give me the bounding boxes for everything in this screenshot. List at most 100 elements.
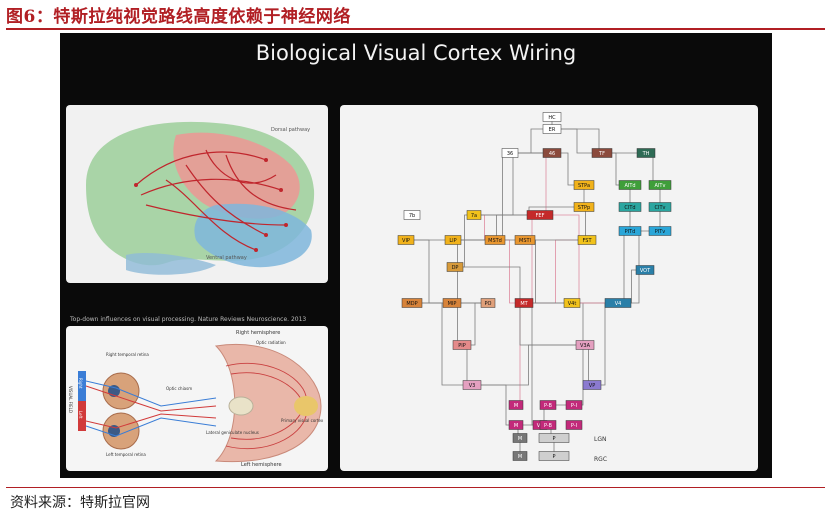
node-label-v3a: V3A xyxy=(580,343,591,349)
node-label-v1m: M xyxy=(514,423,518,429)
node-label-pip: PIP xyxy=(458,343,466,349)
node-label-mdp: MDP xyxy=(406,301,417,307)
wire-stpa-46 xyxy=(552,152,584,186)
node-tf2 xyxy=(403,210,421,220)
left-hemisphere-label: Left hemisphere xyxy=(241,462,282,468)
node-label-pitv: PITv xyxy=(655,229,666,235)
right-temporal-retina-label: Right temporal retina xyxy=(106,352,149,357)
node-rgcp xyxy=(538,451,570,461)
slide-title: Biological Visual Cortex Wiring xyxy=(255,41,577,65)
title-rule xyxy=(6,28,825,30)
node-label-er: ER xyxy=(549,127,556,133)
right-hemisphere-label: Right hemisphere xyxy=(236,330,281,336)
figure-title: 图6：特斯拉纯视觉路线高度依赖于神经网络 xyxy=(6,7,351,27)
node-label-vp: VP xyxy=(589,383,595,389)
optic-radiation-label: Optic radiation xyxy=(256,340,286,345)
node-v3 xyxy=(462,380,482,390)
node-fef xyxy=(526,210,554,220)
node-label-stpa: STPa xyxy=(578,183,590,189)
node-v1pb xyxy=(539,420,557,430)
node-label-v2pi: P-I xyxy=(571,403,577,409)
node-label-v4t: V4t xyxy=(568,301,577,307)
node-label-mt: MT xyxy=(520,301,528,307)
node-pitv xyxy=(648,226,672,236)
node-tf xyxy=(591,148,613,158)
node-v2p xyxy=(539,400,557,410)
wire-mip-vip xyxy=(406,239,452,304)
video-slide: Biological Visual Cortex Wiring Dorsal p… xyxy=(60,33,772,478)
wire-vot-v4 xyxy=(618,269,645,304)
node-lgnm xyxy=(512,433,528,443)
node-stpp xyxy=(573,202,595,212)
brain-illustration xyxy=(86,121,315,275)
node-7a xyxy=(466,210,482,220)
node-lip xyxy=(444,235,462,245)
node-msti xyxy=(514,235,536,245)
left-temporal-retina-label: Left temporal retina xyxy=(106,452,146,457)
figure-source: 资料来源：特斯拉官网 xyxy=(10,495,150,511)
visual-field-right-label: Right xyxy=(78,378,83,389)
node-label-lip: LIP xyxy=(449,238,456,244)
wire-7a-46 xyxy=(474,152,552,216)
node-label-tf2: 7b xyxy=(409,213,415,219)
node-v4 xyxy=(604,298,632,308)
node-v2pi xyxy=(565,400,583,410)
rgc-label: RGC xyxy=(594,456,608,463)
node-er xyxy=(542,124,562,134)
node-mip xyxy=(442,298,462,308)
node-stpa xyxy=(573,180,595,190)
node-vp xyxy=(582,380,602,390)
lateral-geniculate-label: Lateral geniculate nucleus xyxy=(206,430,259,435)
node-v3a xyxy=(575,340,595,350)
node-dp xyxy=(446,262,464,272)
wire-v1-mt xyxy=(524,302,540,426)
node-label-rgcm: M xyxy=(518,454,522,460)
node-pitd xyxy=(618,226,642,236)
node-po xyxy=(480,298,496,308)
node-pip xyxy=(452,340,472,350)
wire-fef-mt xyxy=(524,214,540,304)
node-aitd xyxy=(618,180,642,190)
wire-vp-v4 xyxy=(592,302,618,386)
primary-visual-cortex-label: Primary visual cortex xyxy=(281,418,324,423)
wire-fef-v4 xyxy=(540,214,618,304)
wire-v4-pitd xyxy=(618,230,630,304)
wire-fef-46 xyxy=(540,152,552,216)
node-label-v1pi: P-I xyxy=(571,423,577,429)
node-label-hc: HC xyxy=(548,115,556,121)
dorsal-pathway-label: Dorsal pathway xyxy=(271,127,311,133)
wire-lip-v4 xyxy=(453,239,618,304)
brain-pathways-panel: Dorsal pathway Ventral pathway xyxy=(66,105,328,283)
node-label-lgnp: P xyxy=(552,436,555,442)
node-mt xyxy=(514,298,534,308)
node-hc xyxy=(542,112,562,122)
wire-vp-v3a xyxy=(585,344,592,386)
wire-aitd-tf xyxy=(602,152,630,186)
node-label-vip: VIP xyxy=(402,238,410,244)
node-label-citv: CITv xyxy=(655,205,666,211)
node-label-36: 36 xyxy=(507,151,513,157)
node-mdp xyxy=(401,298,423,308)
visual-pathway-panel: Right hemisphere Left hemisphere Optic r… xyxy=(66,326,328,471)
node-label-po: PO xyxy=(485,301,492,307)
node-36 xyxy=(501,148,519,158)
node-label-7a: 7a xyxy=(471,213,477,219)
node-label-aitd: AITd xyxy=(624,183,635,189)
wire-pip-po xyxy=(462,302,488,346)
node-fst xyxy=(577,235,597,245)
node-v1m xyxy=(508,420,524,430)
node-aitv xyxy=(648,180,672,190)
wire-pip-v3 xyxy=(462,344,472,386)
node-v1pi xyxy=(565,420,583,430)
node-vip xyxy=(397,235,415,245)
node-label-vot: VOT xyxy=(640,268,651,274)
node-label-th: TH xyxy=(642,151,650,157)
node-label-citd: CITd xyxy=(624,205,635,211)
lgn-label: LGN xyxy=(594,436,607,443)
visual-pathway-illustration xyxy=(78,344,322,463)
node-label-msti: MSTl xyxy=(519,238,531,244)
node-label-v1pb: P-B xyxy=(544,423,553,429)
wire-th-er xyxy=(552,128,646,154)
